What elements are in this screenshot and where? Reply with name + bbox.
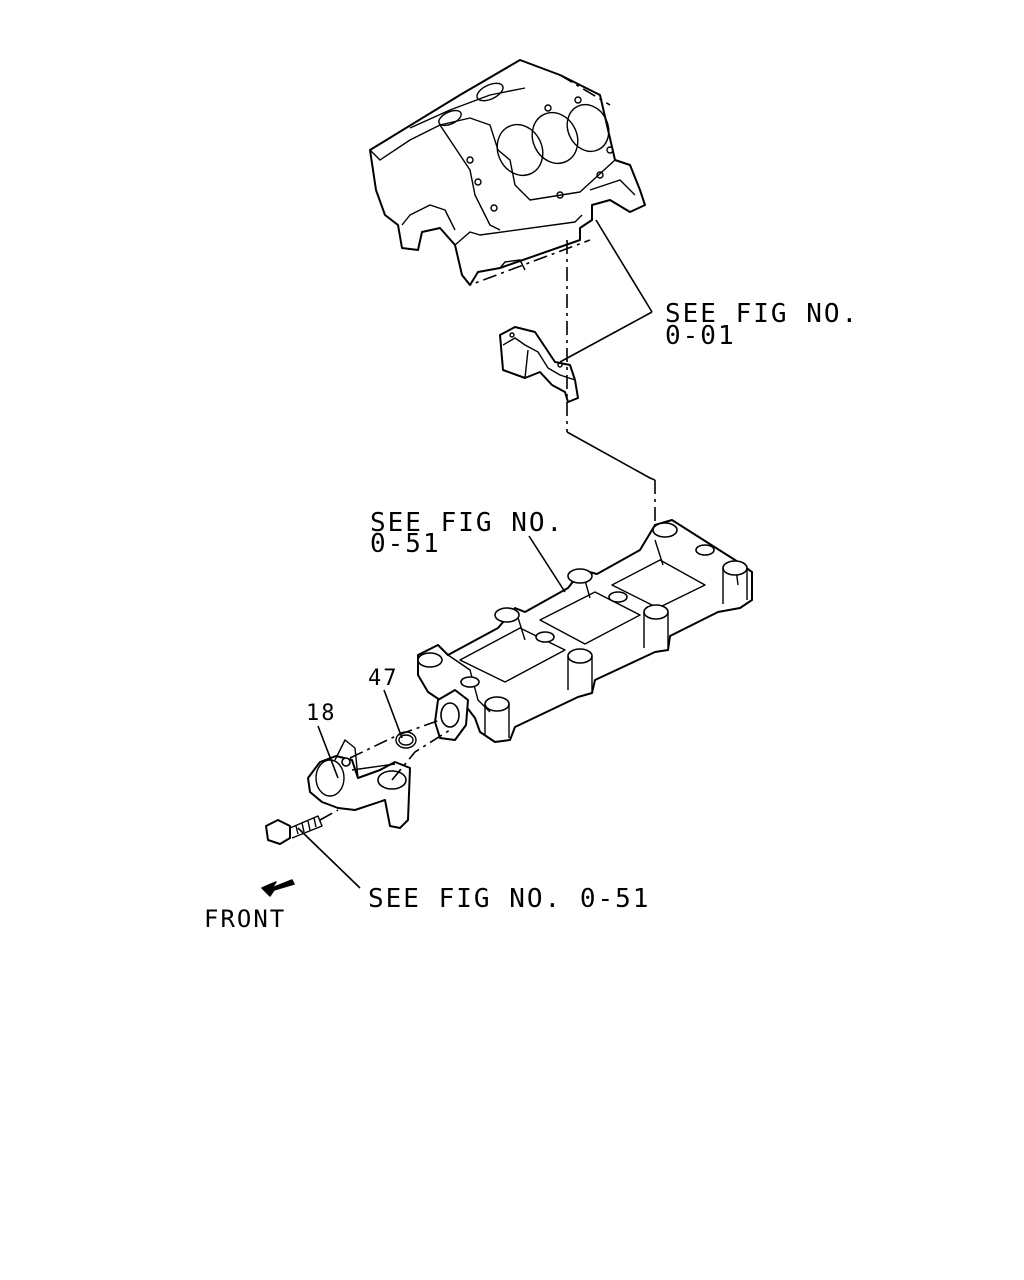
callout-block-ref-line1: SEE FIG NO. — [665, 299, 859, 329]
bearing-cap — [499, 326, 579, 403]
leader-lines — [297, 219, 653, 889]
callout-frame-ref-line2: 0-51 — [370, 529, 441, 559]
callout-bolt-ref: SEE FIG NO. 0-51 — [368, 884, 650, 914]
engine-block — [369, 59, 646, 286]
crankcase-frame — [417, 519, 753, 743]
bolt — [265, 809, 339, 845]
callout-frame-ref-line1: SEE FIG NO. — [370, 508, 564, 538]
front-label: FRONT — [204, 905, 286, 933]
part-number-47: 47 — [368, 666, 399, 691]
callout-block-ref-line2: 0-01 — [665, 321, 736, 351]
part-number-18: 18 — [306, 701, 337, 726]
arrow-down-left-icon — [261, 879, 295, 897]
alignment-lines — [349, 719, 451, 781]
